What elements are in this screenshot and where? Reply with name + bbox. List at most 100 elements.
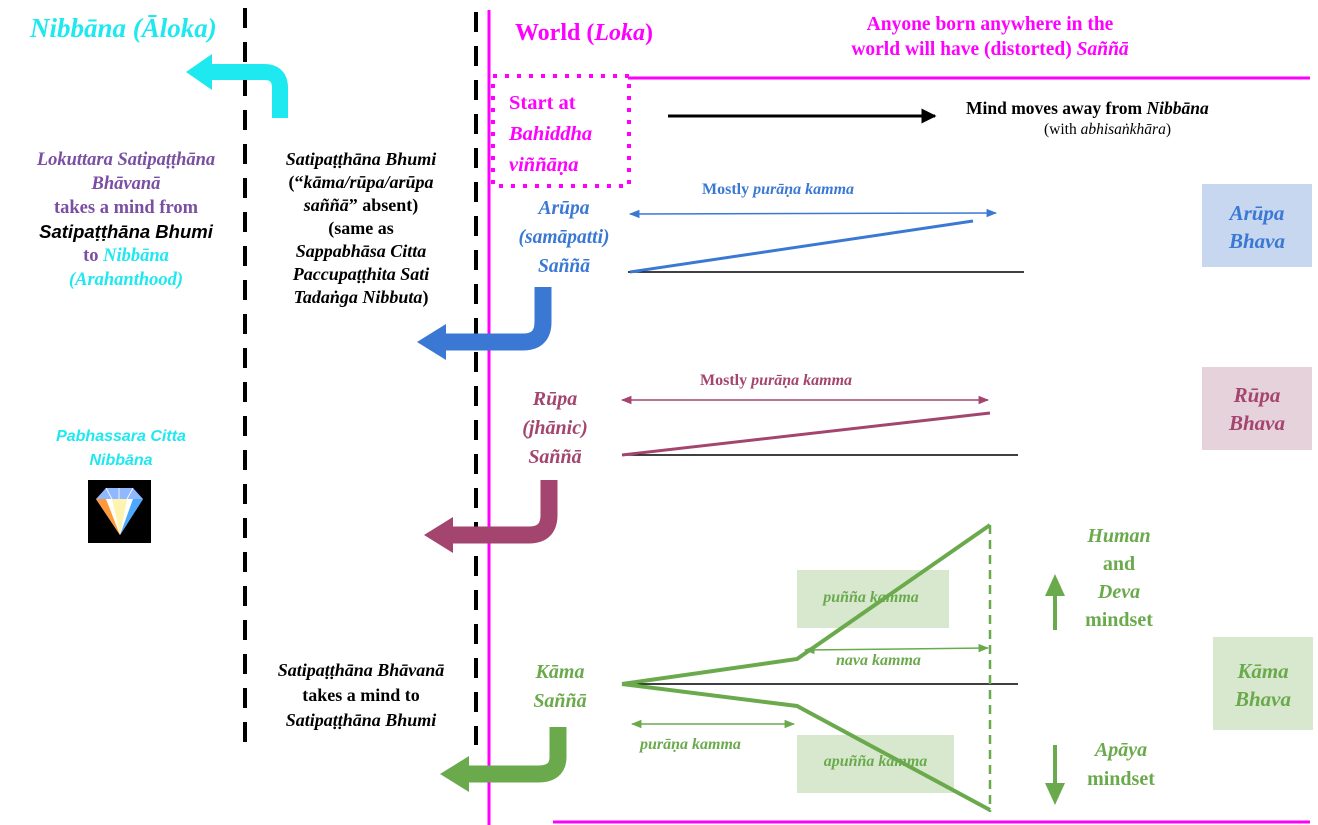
rupa-line1: Rūpa bbox=[532, 388, 578, 410]
rupa-slope bbox=[621, 411, 991, 457]
arupa-bhava-box bbox=[1202, 184, 1312, 267]
bhumi-block: Satipaṭṭhāna Bhumi (“kāma/rūpa/arūpa sañ… bbox=[250, 148, 472, 309]
kama-sanna-block: Kāma Saññā bbox=[510, 658, 610, 716]
mind-moves-nibbana: Nibbāna bbox=[1146, 98, 1209, 118]
lokuttara-line3: takes a mind from bbox=[53, 198, 199, 218]
pabhassara-line1: Pabhassara Citta bbox=[56, 428, 186, 445]
arupa-purana: purāṇa kamma bbox=[753, 181, 855, 198]
bhumi-line7: Tadaṅga Nibbuta) bbox=[250, 286, 472, 309]
kama-return-arrowhead bbox=[440, 756, 469, 792]
punna-kamma-label: puñña kamma bbox=[823, 589, 919, 606]
rupa-bhava-label: Rūpa Bhava bbox=[1202, 381, 1312, 437]
arupa-sanna-block: Arūpa (samāpatti) Saññā bbox=[509, 194, 619, 281]
apaya-down-arrowhead bbox=[1045, 783, 1065, 805]
nibbana-aloka-title: Nibbāna (Āloka) bbox=[30, 13, 217, 44]
nava-kamma-arrow bbox=[803, 643, 990, 655]
bhavana-line3: Satipaṭṭhāna Bhumi bbox=[285, 710, 437, 730]
bhumi-line3: saññā” absent) bbox=[250, 194, 472, 217]
rupa-sanna-block: Rūpa (jhānic) Saññā bbox=[505, 385, 605, 472]
bhavana-block: Satipaṭṭhāna Bhāvanā takes a mind to Sat… bbox=[248, 658, 474, 733]
rupa-purana: purāṇa kamma bbox=[751, 372, 853, 389]
world-title: World (Loka) bbox=[515, 20, 653, 48]
arupa-slope bbox=[629, 219, 974, 274]
apunna-kamma-box bbox=[797, 735, 954, 793]
world-word: World bbox=[515, 20, 581, 46]
pabhassara-block: Pabhassara Citta Nibbāna bbox=[26, 425, 216, 473]
with-close: ) bbox=[1165, 121, 1172, 138]
mind-moves-line2: (with abhisaṅkhāra) bbox=[1044, 121, 1171, 139]
lokuttara-line2: Bhāvanā bbox=[91, 174, 161, 194]
lokuttara-block: Lokuttara Satipaṭṭhāna Bhāvanā takes a m… bbox=[6, 148, 246, 292]
cyan-return-arrow bbox=[210, 64, 288, 118]
arupa-bhava-line1: Arūpa bbox=[1229, 201, 1285, 225]
world-paren-open: ( bbox=[586, 20, 595, 46]
kama-line1: Kāma bbox=[535, 661, 585, 683]
purana-kamma-label: purāṇa kamma bbox=[640, 736, 741, 753]
rupa-line3: Saññā bbox=[528, 446, 582, 468]
kama-line2: Saññā bbox=[533, 690, 587, 712]
bhumi-tadanga: Tadaṅga Nibbuta bbox=[293, 287, 423, 307]
lokuttara-to: to bbox=[83, 246, 99, 266]
start-block: Start at Bahiddha viññāṇa bbox=[509, 88, 592, 181]
arupa-line3: Saññā bbox=[537, 256, 591, 277]
anyone-line2: world will have (distorted) Saññā bbox=[780, 37, 1200, 62]
start-dotted-box bbox=[491, 74, 631, 188]
rupa-bhava-box bbox=[1202, 367, 1312, 450]
apaya-line2: mindset bbox=[1087, 768, 1155, 790]
anyone-line2-text: world will have (distorted) bbox=[851, 39, 1072, 60]
world-paren-close: ) bbox=[645, 20, 654, 46]
mind-moves-line1: Mind moves away from Nibbāna bbox=[966, 98, 1209, 118]
arupa-bhava-label: Arūpa Bhava bbox=[1202, 199, 1312, 255]
bhumi-absent: ” absent) bbox=[348, 195, 419, 215]
with-open: (with bbox=[1044, 121, 1077, 138]
rupa-return-arrow bbox=[452, 480, 558, 544]
start-line1: Start at bbox=[509, 92, 576, 114]
arupa-line1: Arūpa bbox=[538, 198, 590, 219]
human-up-arrowhead bbox=[1045, 574, 1065, 596]
lokuttara-line6: (Arahanthood) bbox=[68, 270, 184, 290]
bhumi-sanna: saññā bbox=[303, 195, 349, 215]
rupa-line2: (jhānic) bbox=[522, 417, 588, 439]
nibbana-word: Nibbāna bbox=[30, 13, 127, 43]
arupa-bhava-line2: Bhava bbox=[1228, 229, 1285, 253]
arupa-arrow-label: Mostly purāṇa kamma bbox=[702, 181, 854, 199]
human-line2: and bbox=[1102, 553, 1136, 575]
bhumi-quote-open: (“ bbox=[288, 172, 304, 192]
bhumi-line1: Satipaṭṭhāna Bhumi bbox=[285, 149, 437, 169]
lokuttara-line1: Lokuttara Satipaṭṭhāna bbox=[36, 150, 216, 170]
lokuttara-nibbana: Nibbāna bbox=[103, 246, 169, 266]
rupa-mostly: Mostly bbox=[700, 372, 748, 389]
apaya-line1: Apāya bbox=[1094, 739, 1148, 761]
start-line2: Bahiddha bbox=[509, 123, 593, 145]
apunna-kamma-label: apuñña kamma bbox=[823, 753, 928, 770]
rupa-bhava-line1: Rūpa bbox=[1233, 383, 1281, 407]
nava-kamma-label: nava kamma bbox=[836, 652, 921, 669]
bhavana-line1: Satipaṭṭhāna Bhāvanā bbox=[277, 660, 445, 680]
arupa-return-arrow bbox=[445, 287, 552, 351]
loka-word: Loka bbox=[594, 20, 646, 46]
human-line4: mindset bbox=[1085, 609, 1153, 631]
cyan-arrowhead bbox=[186, 54, 212, 90]
lokuttara-line5: to Nibbāna bbox=[6, 244, 246, 268]
bhavana-line2: takes a mind to bbox=[302, 685, 420, 705]
human-line3: Deva bbox=[1097, 581, 1141, 603]
arupa-return-arrowhead bbox=[417, 324, 446, 360]
anyone-line1: Anyone born anywhere in the bbox=[866, 14, 1114, 35]
rupa-bhava-line2: Bhava bbox=[1228, 411, 1285, 435]
pabhassara-line2: Nibbāna bbox=[89, 452, 153, 469]
bhumi-kama-rupa: kāma/rūpa/arūpa bbox=[303, 172, 434, 192]
bhumi-line5: Sappabhāsa Citta bbox=[295, 241, 427, 261]
kama-bhava-label: Kāma Bhava bbox=[1213, 657, 1313, 713]
bhumi-line6: Paccupaṭṭhita Sati bbox=[292, 264, 430, 284]
lokuttara-line4: Satipaṭṭhāna Bhumi bbox=[39, 221, 213, 242]
human-line1: Human bbox=[1087, 525, 1151, 547]
bhumi-line2: (“kāma/rūpa/arūpa bbox=[250, 171, 472, 194]
anyone-sanna: Saññā bbox=[1076, 39, 1129, 60]
bhumi-line4: (same as bbox=[328, 218, 394, 238]
abhisankhara: abhisaṅkhāra bbox=[1080, 121, 1166, 138]
kama-bhava-line2: Bhava bbox=[1234, 687, 1291, 711]
kama-lower-branch bbox=[621, 682, 991, 812]
rupa-return-arrowhead bbox=[424, 517, 453, 553]
